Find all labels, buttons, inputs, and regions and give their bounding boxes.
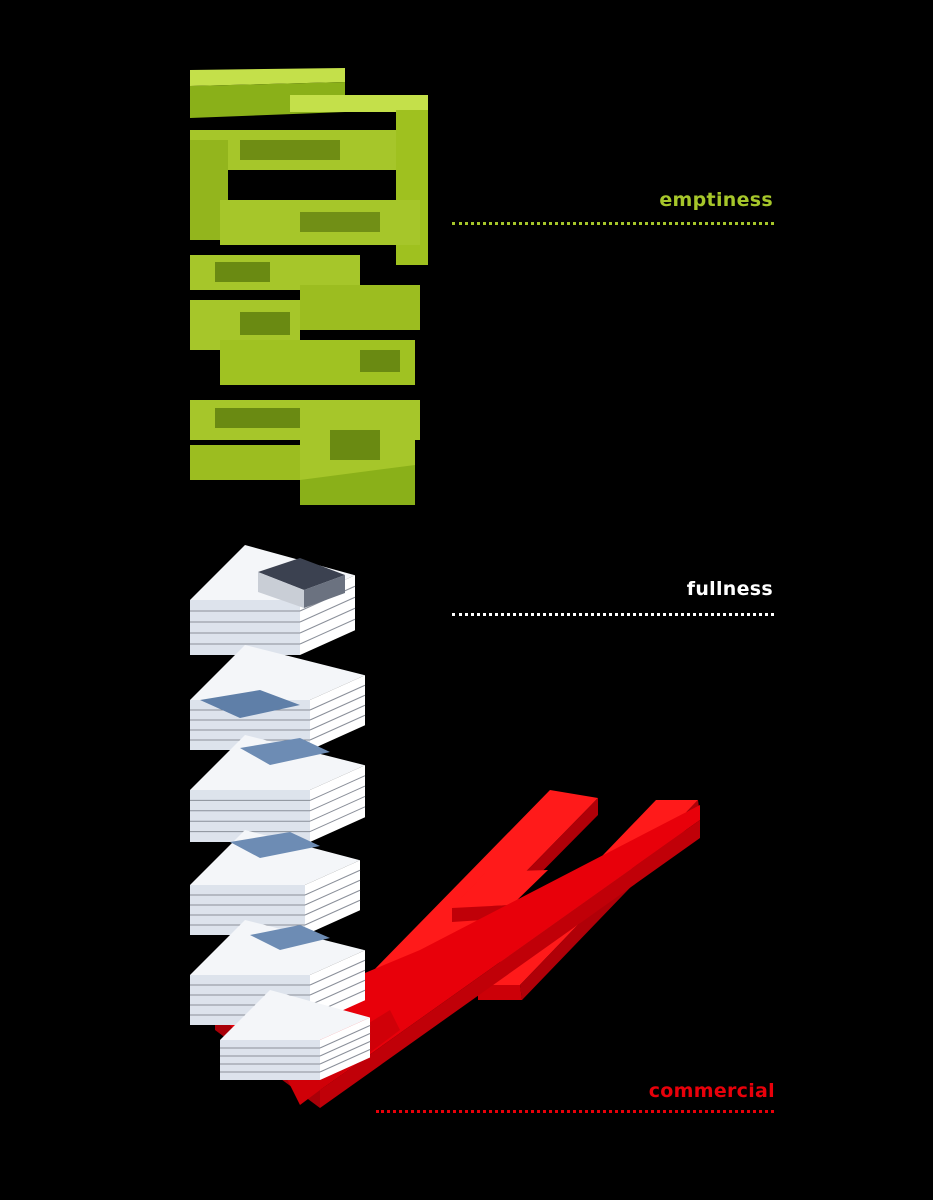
roof-core-side <box>304 575 345 608</box>
leader-line-fullness <box>452 613 774 616</box>
void-top-bar-top <box>190 68 345 86</box>
floor-block-2-sideline-1 <box>309 684 366 711</box>
shadow-2 <box>240 738 330 765</box>
floor-block-6-sideline-2 <box>319 1033 371 1057</box>
label-emptiness: emptiness <box>659 189 773 211</box>
floor-block-6-side <box>320 1017 370 1080</box>
void-e1-right-shadow <box>330 430 380 460</box>
fullness-stack <box>190 545 371 1080</box>
floor-block-2-top <box>190 645 365 700</box>
void-s1-low-shadow <box>360 350 400 372</box>
emptiness-voids <box>190 68 428 505</box>
floor-block-6-sideline-1 <box>319 1025 371 1049</box>
floor-block-1-sideline-3 <box>299 607 356 634</box>
floor-block-5-sideline-2 <box>309 969 366 996</box>
floor-block-3-side <box>310 765 365 842</box>
floor-block-3-sideline-4 <box>309 806 366 833</box>
floor-block-3-sideline-3 <box>309 795 366 822</box>
floor-block-2-front <box>190 700 310 750</box>
floor-block-2-side <box>310 675 365 750</box>
void-z1-left <box>190 140 228 240</box>
void-s1-right <box>300 285 420 330</box>
floor-block-2-sideline-3 <box>309 704 366 731</box>
shadow-3 <box>230 832 320 858</box>
podium-bar-right-front <box>478 985 522 1000</box>
floor-block-4-top <box>190 830 360 885</box>
leader-line-commercial <box>376 1110 774 1113</box>
floor-block-6-top <box>220 990 370 1040</box>
shadow-4 <box>250 925 330 950</box>
void-z1-shadow <box>240 140 340 160</box>
leader-line-emptiness <box>452 222 774 225</box>
podium-base-side <box>320 820 700 1108</box>
floor-block-1-sideline-4 <box>299 618 356 645</box>
floor-block-4-front <box>190 885 305 935</box>
floor-block-4-sideline-4 <box>304 899 361 926</box>
floor-block-3-front <box>190 790 310 842</box>
void-e1-front <box>300 465 415 505</box>
floor-block-4-side <box>305 860 360 935</box>
label-commercial: commercial <box>648 1080 775 1102</box>
void-e1-mid <box>190 445 300 480</box>
void-z1-low-shadow <box>300 212 380 232</box>
floor-block-2-sideline-4 <box>309 714 366 741</box>
floor-block-6-front <box>220 1040 320 1080</box>
label-fullness: fullness <box>686 578 773 600</box>
void-z1-top <box>290 95 428 112</box>
floor-block-1-front <box>190 600 300 655</box>
floor-block-1-sideline-2 <box>299 596 356 623</box>
floor-block-4-sideline-3 <box>304 889 361 916</box>
floor-block-5-sideline-3 <box>309 979 366 1006</box>
floor-block-6-sideline-3 <box>319 1041 371 1065</box>
shadow-1 <box>200 690 300 718</box>
roof-core-front <box>258 572 304 608</box>
floor-block-6-sideline-4 <box>319 1049 371 1073</box>
floor-block-4-sideline-2 <box>304 879 361 906</box>
void-e1-shadow <box>215 408 300 428</box>
podium-crossbar-top <box>452 870 548 908</box>
void-s1-mid-shadow <box>240 312 290 335</box>
floor-block-4-sideline-1 <box>304 869 361 896</box>
floor-block-3-sideline-1 <box>309 775 366 801</box>
floor-block-3-sideline-2 <box>309 785 366 812</box>
floor-block-5-sideline-1 <box>309 959 366 986</box>
floor-block-2-sideline-2 <box>309 694 366 721</box>
void-s1-shadow <box>215 262 270 282</box>
roof-core-top <box>258 558 345 590</box>
